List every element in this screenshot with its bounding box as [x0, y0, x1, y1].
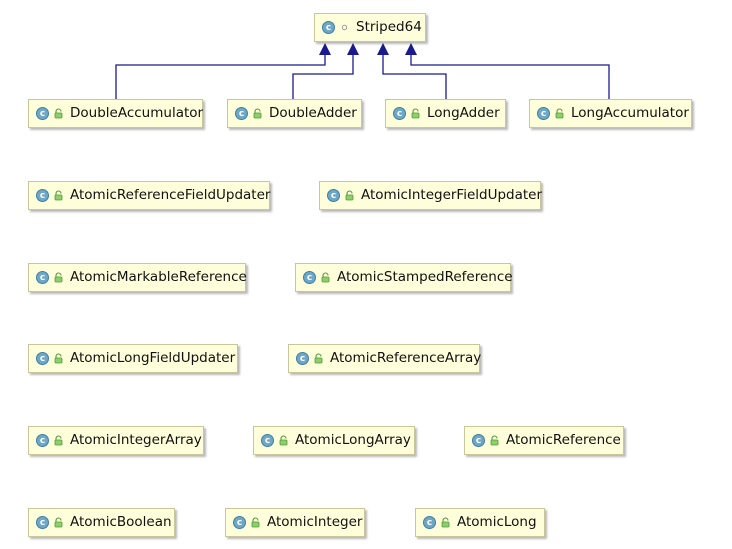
- class-name: AtomicStampedReference: [337, 268, 513, 285]
- class-node-longaccumulator[interactable]: c LongAccumulator: [529, 99, 692, 128]
- public-lock-icon: [251, 517, 260, 528]
- public-lock-icon: [54, 435, 63, 446]
- public-lock-icon: [253, 108, 262, 119]
- class-name: AtomicInteger: [267, 513, 363, 530]
- class-icon: c: [36, 189, 49, 202]
- class-node-atomicmarkablereference[interactable]: c AtomicMarkableReference: [28, 263, 247, 292]
- class-icon: c: [303, 271, 316, 284]
- class-icon: c: [36, 352, 49, 365]
- class-icon: c: [327, 189, 340, 202]
- class-icon: c: [472, 434, 485, 447]
- edge-longaccumulator: [410, 55, 610, 100]
- class-node-doubleaccumulator[interactable]: c DoubleAccumulator: [28, 99, 203, 128]
- class-node-doubleadder[interactable]: c DoubleAdder: [227, 99, 362, 128]
- public-lock-icon: [54, 353, 63, 364]
- class-node-atomicinteger[interactable]: c AtomicInteger: [225, 508, 365, 537]
- public-lock-icon: [54, 272, 63, 283]
- arrowhead: [347, 43, 359, 55]
- arrowhead: [319, 43, 331, 55]
- public-lock-icon: [54, 108, 63, 119]
- class-node-atomicintegerfieldupdater[interactable]: c AtomicIntegerFieldUpdater: [319, 181, 543, 210]
- class-icon: c: [36, 271, 49, 284]
- class-node-longadder[interactable]: c LongAdder: [385, 99, 506, 128]
- class-icon: c: [233, 516, 246, 529]
- class-icon: c: [423, 516, 436, 529]
- public-lock-icon: [321, 272, 330, 283]
- class-icon: c: [261, 434, 274, 447]
- edge-doubleaccumulator: [115, 55, 326, 100]
- edge-longadder: [382, 55, 447, 100]
- class-name: Striped64: [356, 18, 422, 35]
- class-node-atomiclong[interactable]: c AtomicLong: [415, 508, 545, 537]
- class-node-atomicboolean[interactable]: c AtomicBoolean: [28, 508, 175, 537]
- public-lock-icon: [555, 108, 564, 119]
- class-icon: c: [36, 107, 49, 120]
- class-node-atomicreference[interactable]: c AtomicReference: [464, 426, 624, 455]
- arrowhead: [377, 43, 389, 55]
- public-lock-icon: [490, 435, 499, 446]
- class-name: AtomicIntegerArray: [70, 431, 202, 448]
- class-name: DoubleAdder: [269, 104, 357, 121]
- class-icon: c: [322, 21, 335, 34]
- class-name: AtomicBoolean: [70, 513, 172, 530]
- class-name: AtomicMarkableReference: [70, 268, 247, 285]
- class-icon: c: [296, 352, 309, 365]
- class-name: AtomicLongFieldUpdater: [70, 349, 236, 366]
- class-name: LongAdder: [427, 104, 500, 121]
- public-lock-icon: [411, 108, 420, 119]
- public-lock-icon: [345, 190, 354, 201]
- class-icon: c: [235, 107, 248, 120]
- class-name: AtomicReference: [506, 431, 621, 448]
- class-icon: c: [36, 434, 49, 447]
- class-node-atomicstampedreference[interactable]: c AtomicStampedReference: [295, 263, 513, 292]
- class-icon: c: [36, 516, 49, 529]
- class-node-atomiclongfieldupdater[interactable]: c AtomicLongFieldUpdater: [28, 344, 238, 373]
- class-node-striped64[interactable]: c Striped64: [314, 13, 426, 42]
- class-name: DoubleAccumulator: [70, 104, 204, 121]
- public-lock-icon: [441, 517, 450, 528]
- public-lock-icon: [54, 190, 63, 201]
- class-icon: c: [393, 107, 406, 120]
- class-icon: c: [537, 107, 550, 120]
- public-lock-icon: [54, 517, 63, 528]
- class-node-atomiclongarray[interactable]: c AtomicLongArray: [253, 426, 415, 455]
- class-name: AtomicLong: [457, 513, 537, 530]
- class-name: AtomicIntegerFieldUpdater: [361, 186, 543, 203]
- public-lock-icon: [314, 353, 323, 364]
- public-lock-icon: [279, 435, 288, 446]
- edge-doubleadder: [292, 55, 354, 100]
- class-node-atomicreferencearray[interactable]: c AtomicReferenceArray: [288, 344, 482, 373]
- class-node-atomicreferencefieldupdater[interactable]: c AtomicReferenceFieldUpdater: [28, 181, 270, 210]
- class-node-atomicintegerarray[interactable]: c AtomicIntegerArray: [28, 426, 204, 455]
- package-private-icon: [341, 24, 348, 31]
- class-name: AtomicReferenceFieldUpdater: [70, 186, 271, 203]
- class-name: LongAccumulator: [571, 104, 689, 121]
- class-name: AtomicReferenceArray: [330, 349, 482, 366]
- class-name: AtomicLongArray: [295, 431, 411, 448]
- arrowhead: [405, 43, 417, 55]
